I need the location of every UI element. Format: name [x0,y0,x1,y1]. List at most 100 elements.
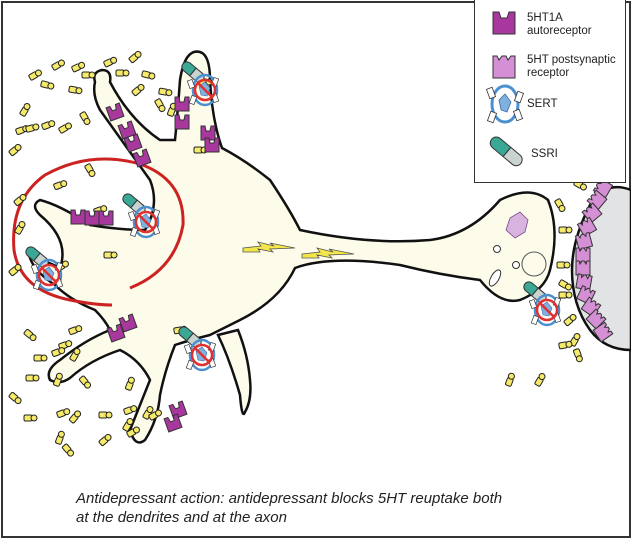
autoreceptor [105,102,125,122]
serotonin-molecule [563,313,577,327]
ssri-icon [489,136,523,167]
highlight-ellipse [12,157,185,307]
serotonin-molecule [68,325,83,335]
block-sign-icon [535,298,559,322]
serotonin-molecule [58,122,72,134]
postsynaptic-receptor [575,260,591,276]
serotonin-molecule [13,193,27,207]
serotonin-molecule [25,374,40,382]
serotonin-molecule [103,251,118,259]
serotonin-molecule [125,376,135,391]
serotonin-molecule [71,61,86,73]
mitochondrion [488,269,502,287]
serotonin-molecule [55,430,65,445]
serotonin-molecule [53,180,68,190]
impulse-bolt-1 [242,241,296,253]
action-potential-bolts [242,241,355,259]
serotonin-molecule [122,418,134,432]
postsynaptic-receptor [592,321,614,343]
serotonin-molecule [79,111,91,125]
serotonin-molecule [158,87,173,97]
block-sign-icon [193,78,217,102]
serotonin-molecule [98,411,113,419]
serotonin-molecule [558,340,573,350]
serotonin-molecule [154,98,166,112]
serotonin-molecule [68,410,82,424]
serotonin-molecule [33,354,48,362]
serotonin-molecule [534,373,546,387]
blocked-sert [181,61,220,107]
serotonin-molecule [573,348,583,363]
receptors [70,96,614,433]
serotonin-molecule [69,348,81,362]
postsynaptic-receptor [576,216,598,238]
ssri-pill [523,281,547,303]
blocked-sert [523,281,562,327]
block-sign-icon [190,343,214,367]
autoreceptor [123,133,143,153]
terminal-vesicles [488,211,547,287]
blocked-sert [25,246,64,292]
legend-label: 5HT1A autoreceptor [527,12,592,37]
autoreceptor [174,114,190,130]
serotonin-molecule [61,443,75,457]
postsynaptic-receptor [581,202,603,224]
serotonin-molecule [28,69,42,81]
serotonin-molecule [148,409,162,421]
legend-label: SSRI [531,148,558,160]
synthesis-enzyme [505,211,529,239]
sert-icon [485,84,525,124]
serotonin-molecule [78,375,92,389]
serotonin-molecule [131,83,145,97]
block-sign-icon [37,263,61,287]
serotonin-molecule [8,263,22,277]
impulse-bolt-2 [301,247,355,259]
serotonin-molecule [8,143,22,157]
serotonin-molecule [40,80,55,90]
serotonin-molecule [58,340,73,350]
vesicle [521,251,547,277]
blocked-sert [122,193,161,239]
legend-label: SERT [527,98,558,110]
serotonin-molecules [8,50,587,457]
serotonin-molecule [81,71,96,79]
autoreceptor [118,313,138,333]
postsynaptic-receptor [575,247,591,263]
serotonin-molecule [558,226,573,234]
autoreceptor [174,96,190,112]
serotonin-molecule [128,50,142,64]
postsynaptic-receptor [574,231,594,251]
serotonin-molecule [556,261,571,269]
serotonin-molecule [103,56,118,68]
serotonin-molecule [25,123,40,133]
serotonin-molecule [558,291,573,299]
legend: 5HT1A autoreceptor 5HT postsynaptic rece… [474,0,626,183]
block-sign-icon [134,210,158,234]
autoreceptor [204,137,220,153]
serotonin-molecule [98,433,112,447]
postsynaptic-receptor [585,308,607,330]
5ht-postsynaptic-receptor-icon [492,55,516,79]
5ht1a-autoreceptor-icon [492,11,516,35]
legend-label: 5HT postsynaptic receptor [527,54,616,79]
serotonin-molecule [84,163,96,177]
serotonin-molecule [41,120,56,130]
serotonin-molecule [505,372,515,387]
autoreceptor [163,413,183,433]
serotonin-molecule [554,198,566,212]
serotonin-molecule [53,372,63,387]
autoreceptor [70,209,86,225]
serotonin-molecule [23,414,38,422]
serotonin-molecule [115,69,130,77]
serotonin-molecule [23,328,37,342]
blocked-sert [178,326,217,372]
ssri-pill [181,61,205,83]
serotonin-molecule [14,221,26,235]
serotonin-molecule [51,347,66,357]
serotonin-molecule [56,408,71,418]
autoreceptor [106,323,126,343]
autoreceptor [132,148,152,168]
serotonin-molecule [8,391,22,405]
